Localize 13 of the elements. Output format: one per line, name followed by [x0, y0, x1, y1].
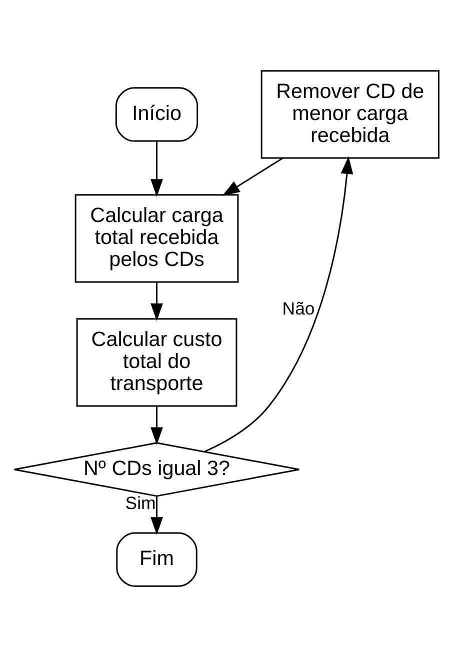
node-box: Início	[115, 87, 198, 142]
node-box: Fim	[116, 532, 198, 587]
node-box: Remover CD de menor carga recebida	[260, 70, 440, 159]
arrow	[204, 156, 354, 452]
node-box: Calcular carga total recebida pelos CDs	[74, 194, 239, 283]
arrow	[222, 158, 283, 196]
arrow	[150, 282, 163, 322]
node-box: Calcular custo total do transporte	[76, 318, 238, 407]
node-diamond: Nº CDs igual 3?	[14, 442, 300, 497]
arrow	[150, 142, 163, 197]
arrow	[150, 496, 163, 535]
edge-label: Não	[282, 298, 315, 319]
arrow	[150, 406, 163, 445]
